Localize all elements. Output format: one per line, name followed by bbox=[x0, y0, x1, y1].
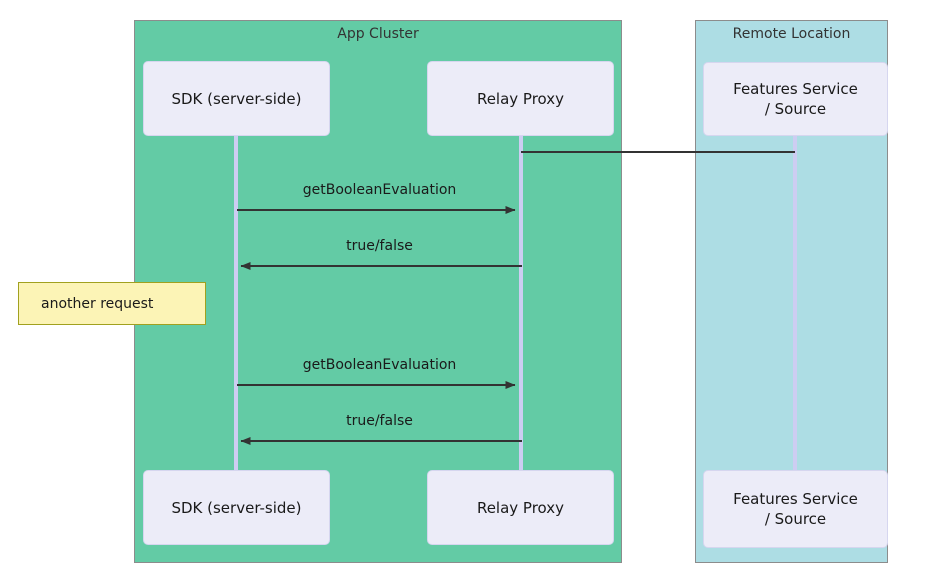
message-label-4: true/false bbox=[346, 413, 413, 429]
message-label-1: getBooleanEvaluation bbox=[302, 182, 457, 198]
participant-features-bottom[interactable]: Features Service / Source bbox=[703, 470, 888, 548]
participant-sdk-top[interactable]: SDK (server-side) bbox=[143, 61, 330, 136]
note-another-request[interactable]: another request bbox=[18, 282, 206, 325]
group-label-app-cluster: App Cluster bbox=[337, 26, 419, 42]
lifeline-relay bbox=[519, 136, 523, 472]
participant-features-top[interactable]: Features Service / Source bbox=[703, 62, 888, 136]
participant-relay-top[interactable]: Relay Proxy bbox=[427, 61, 614, 136]
lifeline-features bbox=[793, 136, 797, 472]
group-label-remote-location: Remote Location bbox=[732, 26, 851, 42]
message-label-3: getBooleanEvaluation bbox=[302, 357, 457, 373]
message-label-2: true/false bbox=[346, 238, 413, 254]
participant-sdk-bottom[interactable]: SDK (server-side) bbox=[143, 470, 330, 545]
participant-relay-bottom[interactable]: Relay Proxy bbox=[427, 470, 614, 545]
lifeline-sdk bbox=[234, 136, 238, 472]
